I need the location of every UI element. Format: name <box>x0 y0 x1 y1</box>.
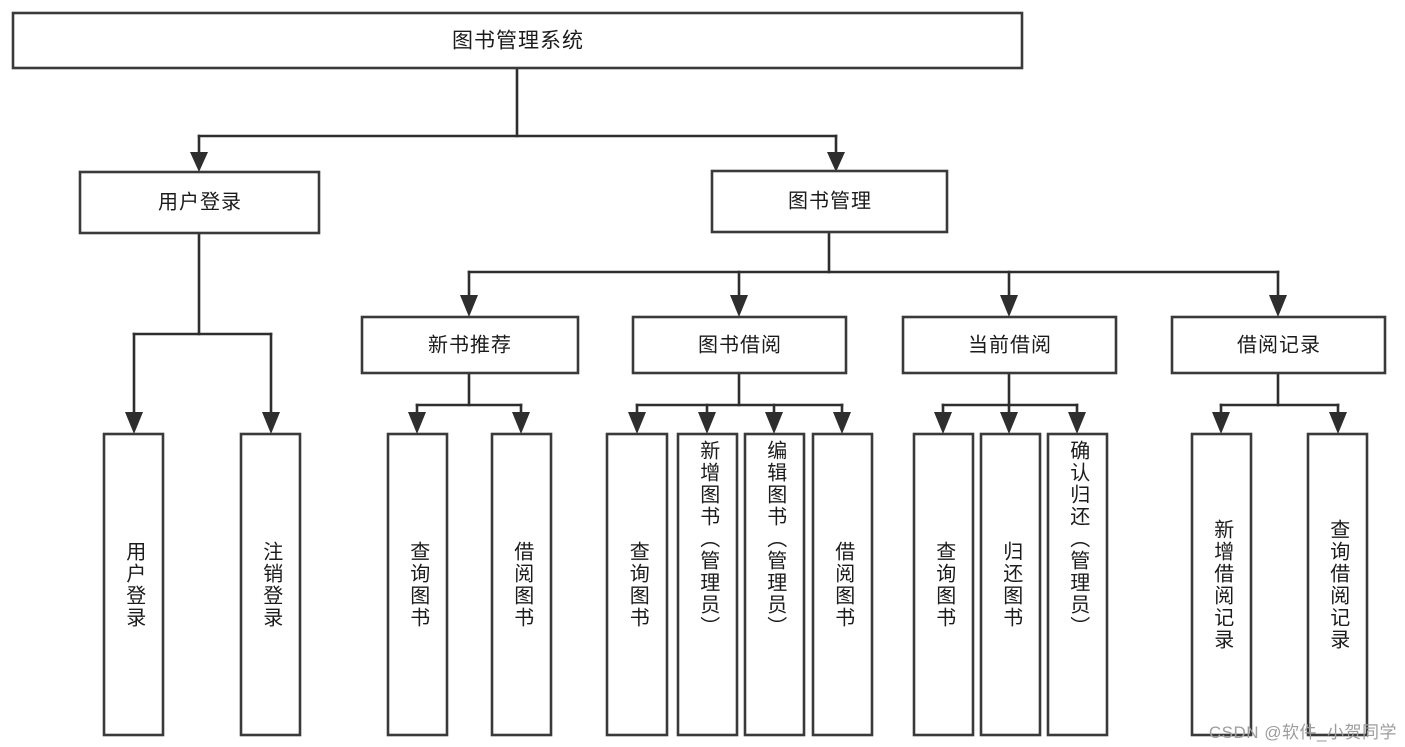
node-root[interactable] <box>11 11 1024 70</box>
node-book-borrow[interactable] <box>631 315 848 375</box>
leaf-boxes-borrow <box>605 432 874 737</box>
node-current-borrow[interactable] <box>901 315 1118 375</box>
node-label-borrow-record: 借阅记录 <box>1237 333 1321 356</box>
leaf-box[interactable] <box>386 432 449 737</box>
leaf-boxes-current <box>912 432 1109 737</box>
node-borrow-record[interactable] <box>1170 315 1387 375</box>
leaf-box[interactable] <box>743 432 806 737</box>
node-label-root: 图书管理系统 <box>452 30 584 53</box>
leaf-box[interactable] <box>979 432 1042 737</box>
leaf-boxes-user-login <box>102 432 302 737</box>
node-label-book-management: 图书管理 <box>788 189 872 212</box>
node-new-book-recommend[interactable] <box>360 315 580 375</box>
node-label-book-borrow: 图书借阅 <box>698 333 782 356</box>
leaf-box[interactable] <box>676 432 739 737</box>
leaf-box[interactable] <box>1306 432 1369 737</box>
leaf-box[interactable] <box>490 432 553 737</box>
watermark-text: CSDN @软件_小贺同学 <box>1208 723 1397 742</box>
node-book-management[interactable] <box>710 169 949 234</box>
node-label-new-book-recommend: 新书推荐 <box>428 333 512 356</box>
leaf-box[interactable] <box>605 432 669 737</box>
node-user-login[interactable] <box>78 170 321 235</box>
leaf-box[interactable] <box>1190 432 1253 737</box>
connector-newbook-to-leaves <box>408 371 530 434</box>
leaf-boxes-new-book <box>386 432 553 737</box>
connector-record-to-leaves <box>1212 371 1347 434</box>
leaf-box[interactable] <box>912 432 975 737</box>
connector-bookmgmt-to-level3 <box>460 230 1287 317</box>
connector-current-to-leaves <box>934 371 1086 434</box>
connector-borrow-to-leaves <box>628 371 851 434</box>
leaf-box[interactable] <box>239 432 302 737</box>
leaf-box[interactable] <box>102 432 165 737</box>
leaf-box[interactable] <box>811 432 874 737</box>
leaf-box[interactable] <box>1046 432 1109 737</box>
node-label-current-borrow: 当前借阅 <box>968 333 1052 356</box>
connector-root-to-level2 <box>190 66 845 172</box>
connector-userlogin-to-leaves <box>125 231 280 434</box>
node-label-user-login: 用户登录 <box>158 190 242 213</box>
leaf-boxes-record <box>1190 432 1369 737</box>
